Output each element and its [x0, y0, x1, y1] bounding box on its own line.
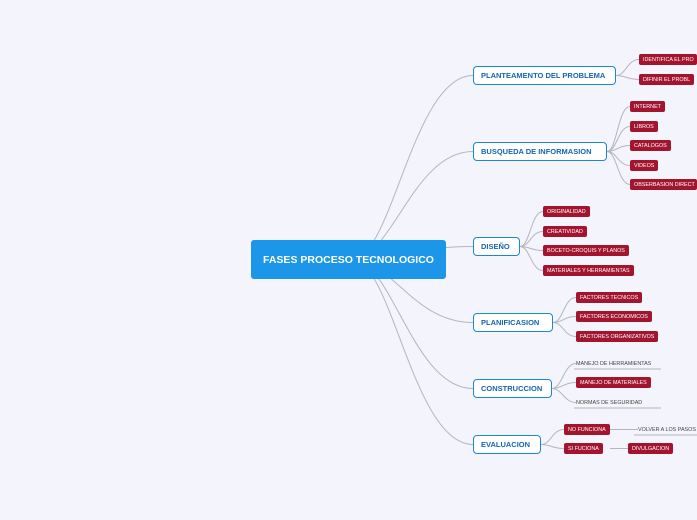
subtopic-1-4[interactable]: OBSERBASION DIRECT	[630, 179, 697, 190]
child-connector	[615, 75, 640, 80]
child-connector	[519, 231, 544, 247]
subtopic-4-0[interactable]: MANEJO DE HERRAMIENTAS	[576, 360, 652, 367]
child-connector	[552, 316, 577, 323]
subtopic-2-3[interactable]: MATERIALES Y HERRAMIENTAS	[543, 265, 634, 276]
branch-0[interactable]: PLANTEAMENTO DEL PROBLEMA	[473, 66, 616, 85]
subtopic-1-0[interactable]: INTERNET	[630, 101, 665, 112]
child-connector	[519, 211, 544, 247]
subtopic-0-0[interactable]: IDENTIFICA EL PRO	[639, 54, 697, 65]
child-connector	[552, 322, 577, 337]
child-connector	[519, 246, 544, 271]
subtopic-5-0[interactable]: NO FUNCIONA	[564, 424, 610, 435]
subtopic-1-3[interactable]: VIDEOS	[630, 160, 659, 171]
child-connector	[606, 151, 631, 185]
subtopic-2-0[interactable]: ORIGINALIDAD	[543, 206, 590, 217]
root-topic-label: FASES PROCESO TECNOLOGICO	[263, 253, 434, 266]
branch-3[interactable]: PLANIFICASION	[473, 313, 553, 332]
subtopic-3-0[interactable]: FACTORES TECNICOS	[576, 292, 643, 303]
child-connector	[551, 388, 577, 403]
child-connector	[540, 444, 565, 449]
child-connector	[551, 363, 577, 389]
branch-2[interactable]: DISEÑO	[473, 237, 520, 256]
subtopic-2-2[interactable]: BOCETO-CROQUIS Y PLANOS	[543, 245, 629, 256]
child-connector	[551, 382, 577, 389]
child-connector	[540, 429, 565, 445]
subtopic-2-1[interactable]: CREATIVIDAD	[543, 226, 587, 237]
subtopic-1-2[interactable]: CATALOGOS	[630, 140, 671, 151]
subtopic-5-1[interactable]: SI FUCIONA	[564, 443, 603, 454]
subtopic-4-2[interactable]: NORMAS DE SEGURIDAD	[576, 399, 643, 406]
child-connector	[615, 59, 640, 76]
subtopic-5-1-0[interactable]: DIVULGACION	[628, 443, 674, 454]
child-connector	[552, 297, 577, 323]
root-topic[interactable]: FASES PROCESO TECNOLOGICO	[251, 240, 446, 279]
child-connector	[606, 145, 631, 152]
subtopic-4-1[interactable]: MANEJO DE MATERIALES	[576, 377, 651, 388]
subtopic-0-1[interactable]: DIFINIR EL PROBL	[639, 74, 695, 85]
branch-4[interactable]: CONSTRUCCION	[473, 379, 552, 398]
subtopic-5-0-0[interactable]: VOLVER A LOS PASOS	[638, 426, 696, 433]
branch-5[interactable]: EVALUACION	[473, 435, 541, 454]
subtopic-3-1[interactable]: FACTORES ECONOMICOS	[576, 311, 652, 322]
subtopic-1-1[interactable]: LIBROS	[630, 121, 658, 132]
child-connector	[606, 126, 631, 152]
child-connector	[606, 106, 631, 152]
subtopic-3-2[interactable]: FACTORES ORGANIZATIVOS	[576, 331, 659, 342]
branch-1[interactable]: BUSQUEDA DE INFORMASION	[473, 142, 607, 161]
